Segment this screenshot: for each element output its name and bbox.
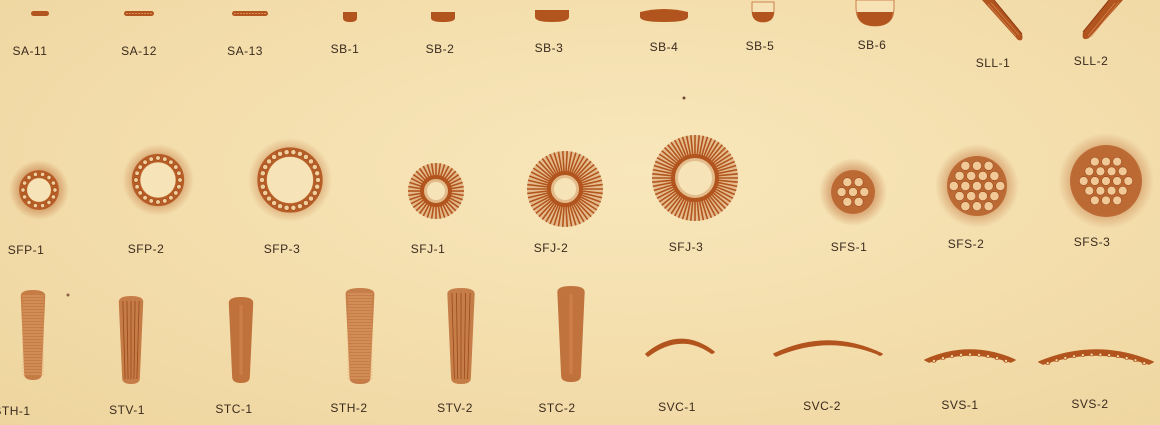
stamp-svs-2 — [1036, 336, 1156, 370]
stamp-sfj-2 — [515, 144, 615, 234]
stamp-svc-1 — [640, 326, 720, 366]
label-sfj-2: SFJ-2 — [534, 241, 569, 255]
stamp-svc-2 — [770, 330, 886, 364]
label-svs-1: SVS-1 — [941, 398, 978, 412]
stamp-sfj-3 — [640, 128, 750, 228]
label-svc-1: SVC-1 — [658, 400, 696, 414]
label-sfp-2: SFP-2 — [128, 242, 165, 256]
label-svs-2: SVS-2 — [1071, 397, 1108, 411]
label-stv-1: STV-1 — [109, 403, 145, 417]
stamp-sth-1 — [16, 286, 50, 384]
label-stc-1: STC-1 — [215, 402, 252, 416]
label-sfp-3: SFP-3 — [264, 242, 301, 256]
stamp-sfj-1 — [396, 156, 476, 226]
stamp-stv-2 — [442, 284, 480, 388]
stamp-svs-1 — [922, 338, 1018, 368]
label-sfs-3: SFS-3 — [1074, 235, 1111, 249]
stamp-sfp-1 — [4, 160, 74, 220]
label-sth-2: STH-2 — [330, 401, 367, 415]
stamp-sfs-2 — [932, 146, 1022, 226]
label-sfs-2: SFS-2 — [948, 237, 985, 251]
stamp-sfs-3 — [1056, 136, 1156, 226]
label-sfj-3: SFJ-3 — [669, 240, 704, 254]
stamp-sfs-1 — [818, 162, 888, 222]
label-svc-2: SVC-2 — [803, 399, 841, 413]
stamp-stc-1 — [224, 293, 258, 387]
label-stc-2: STC-2 — [538, 401, 575, 415]
label-sfj-1: SFJ-1 — [411, 242, 446, 256]
label-sfs-1: SFS-1 — [831, 240, 868, 254]
stamp-sth-2 — [340, 284, 380, 388]
stamp-sfp-2 — [118, 150, 198, 210]
label-sth-1: STH-1 — [0, 404, 31, 418]
stamp-sfp-3 — [240, 140, 340, 220]
label-sfp-1: SFP-1 — [8, 243, 45, 257]
stamp-stv-1 — [114, 292, 148, 388]
stamp-stc-2 — [552, 282, 590, 386]
label-stv-2: STV-2 — [437, 401, 473, 415]
